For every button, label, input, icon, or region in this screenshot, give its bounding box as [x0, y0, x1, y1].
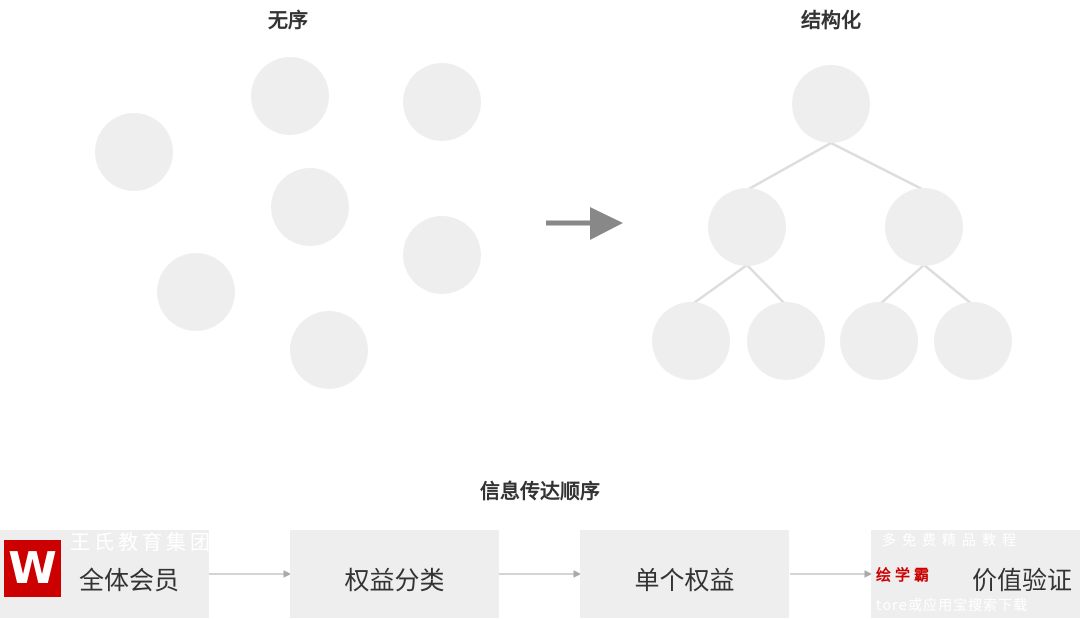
watermark-logo: W	[4, 540, 61, 597]
tree-nodes	[652, 65, 1012, 380]
title-unordered: 无序	[268, 8, 308, 32]
step-label: 单个权益	[634, 566, 735, 595]
tree-edges	[690, 141, 974, 307]
flow-step-single-benefit: 单个权益	[580, 530, 789, 618]
flow-step-categories: 权益分类	[290, 530, 499, 618]
step-label: 全体会员	[78, 566, 179, 595]
watermark-brand: 绘学霸	[876, 566, 934, 584]
flow-arrows	[209, 570, 873, 578]
step-label: 价值验证	[971, 566, 1072, 595]
unordered-circles	[95, 57, 481, 389]
step-label: 权益分类	[344, 566, 445, 595]
title-sequence: 信息传达顺序	[480, 479, 600, 503]
watermark-text: 王氏教育集团	[70, 530, 214, 554]
title-structured: 结构化	[801, 8, 861, 32]
watermark-text: tore或应用宝搜索下载	[876, 598, 1029, 614]
transform-arrow	[546, 207, 623, 240]
watermark-text: 多免费精品教程	[882, 533, 1022, 549]
flow-step-value-validation: 价值验证	[871, 530, 1080, 618]
